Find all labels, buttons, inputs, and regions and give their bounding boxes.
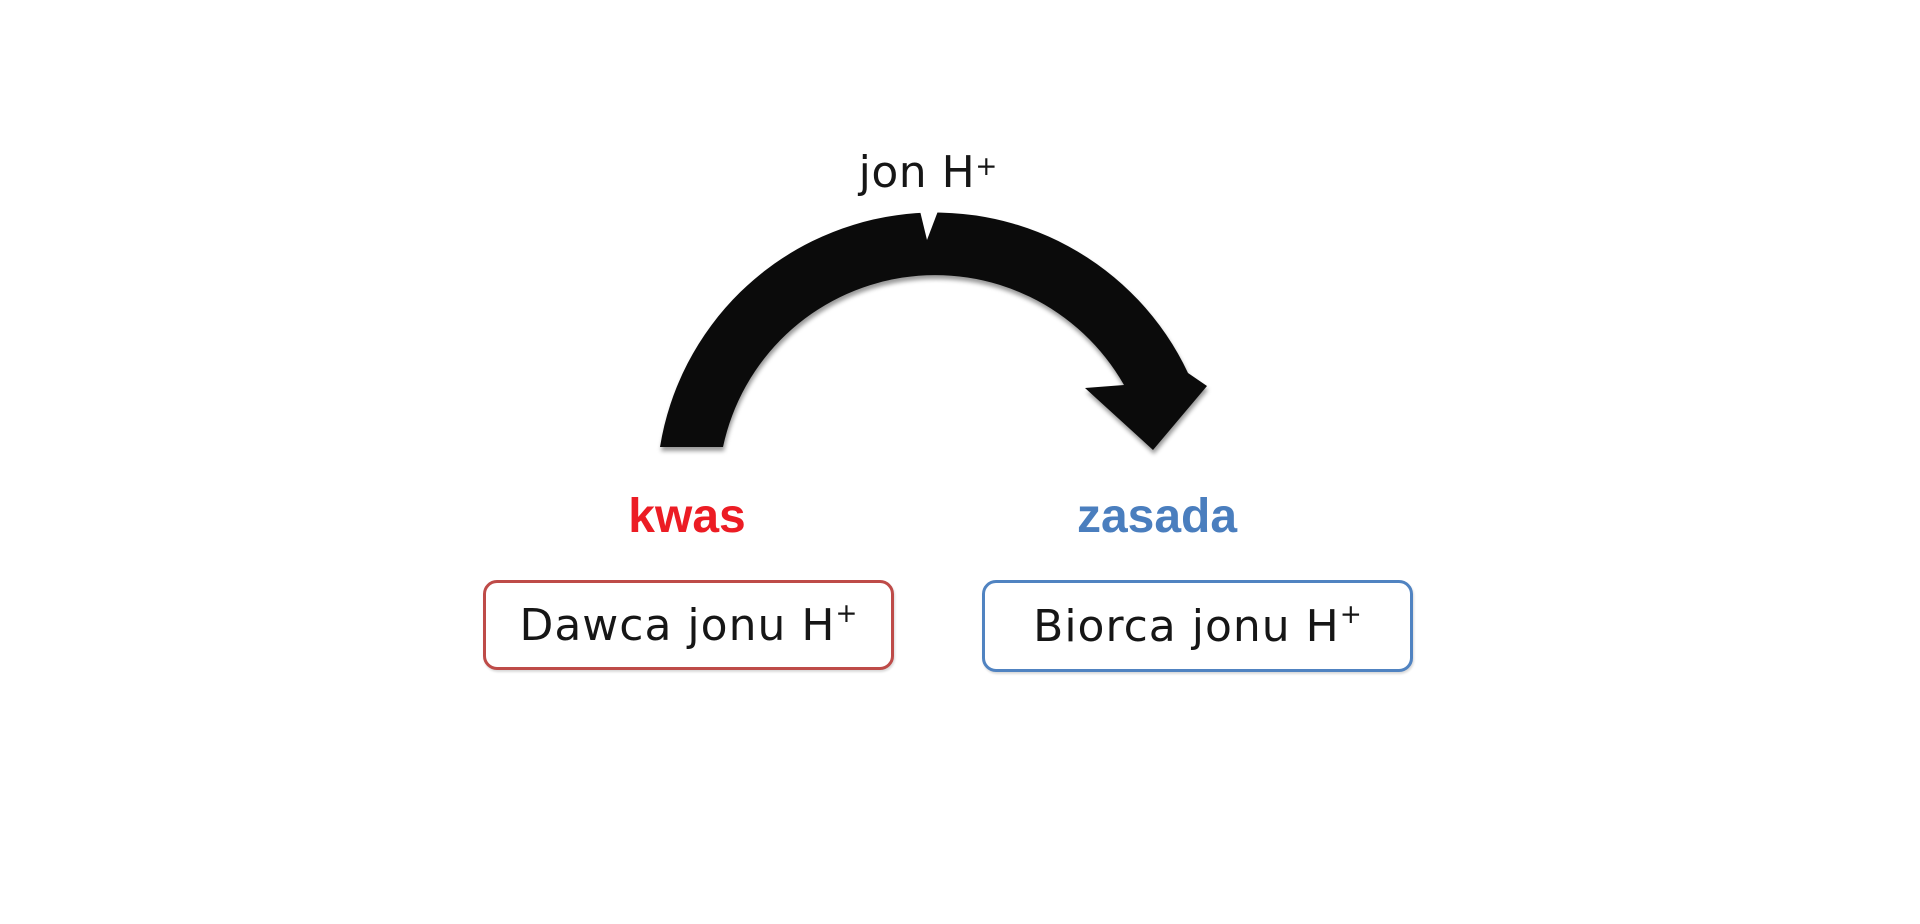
base-definition-superscript: +: [1339, 598, 1362, 630]
base-definition-box: Biorca jonu H+: [982, 580, 1413, 672]
ion-transfer-label: jon H+: [728, 150, 1128, 202]
arrow-apex-notch: [920, 211, 938, 240]
ion-transfer-label-superscript: +: [975, 151, 998, 183]
base-role-label: zasada: [1076, 490, 1238, 543]
ion-transfer-label-text: jon H: [858, 147, 976, 198]
acid-definition-box: Dawca jonu H+: [483, 580, 894, 670]
acid-definition-superscript: +: [835, 597, 858, 629]
acid-definition-text: Dawca jonu H: [519, 599, 836, 651]
base-definition-text: Biorca jonu H: [1033, 600, 1340, 652]
arrow-arc-with-head: [660, 212, 1207, 450]
acid-role-label: kwas: [628, 490, 746, 543]
